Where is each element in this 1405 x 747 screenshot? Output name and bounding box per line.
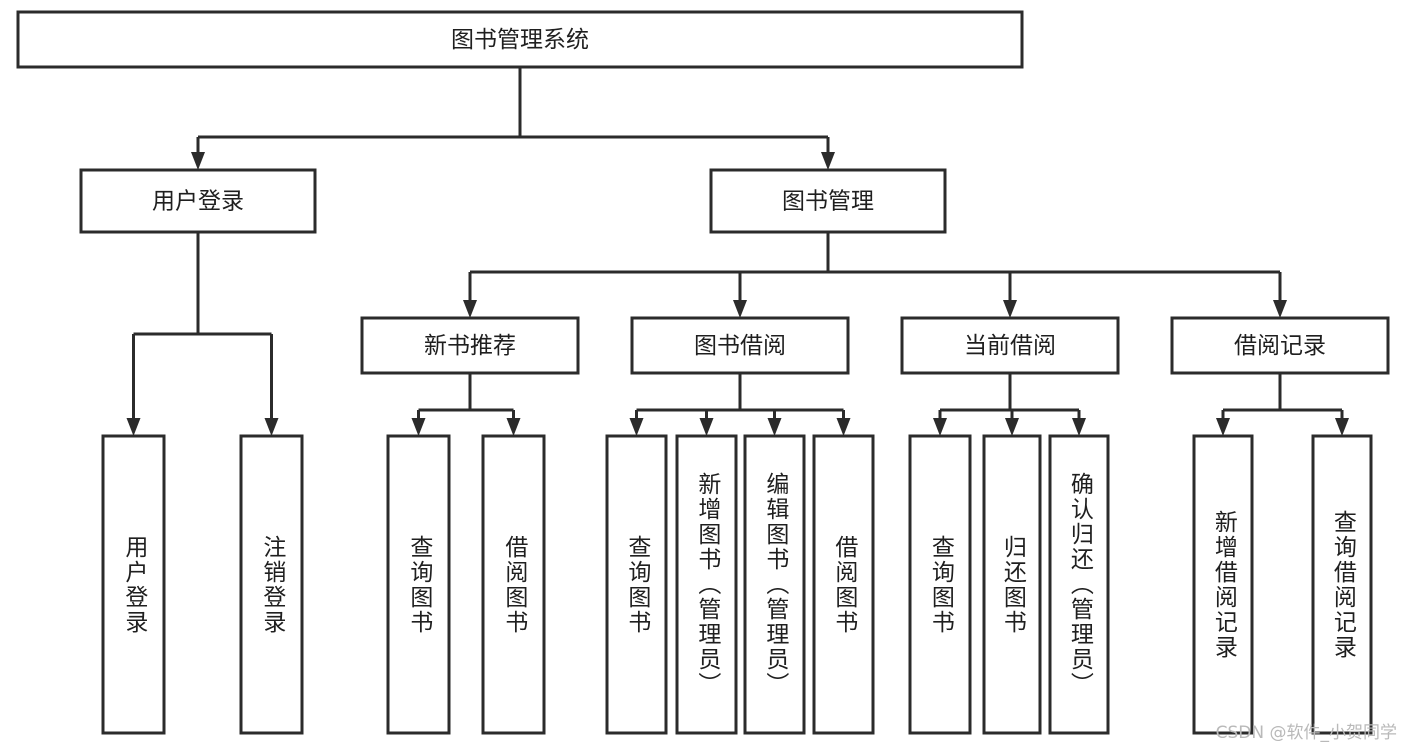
arrow-head-icon <box>1273 300 1287 318</box>
root-图书管理系统-label: 图书管理系统 <box>451 27 589 53</box>
level3-当前借阅-box[interactable] <box>900 316 1120 375</box>
arrow-head-icon <box>1072 418 1086 436</box>
leaf-注销登录-box[interactable] <box>239 434 304 735</box>
leaf-编辑图书管理员-box[interactable] <box>743 434 806 735</box>
level3-借阅记录-box[interactable] <box>1170 316 1390 375</box>
connectors-layer <box>126 67 1349 436</box>
watermark-text: CSDN @软件_小贺同学 <box>1215 723 1397 743</box>
arrow-head-icon <box>264 418 279 436</box>
leaf-新增借阅记录-box[interactable] <box>1192 434 1254 735</box>
arrow-head-icon <box>836 418 851 436</box>
leaf-查询图书-box[interactable] <box>908 434 972 735</box>
level2-图书管理-box[interactable] <box>709 168 947 234</box>
level3-新书推荐-box[interactable] <box>360 316 580 375</box>
level2-用户登录-label: 用户登录 <box>152 189 244 215</box>
arrow-head-icon <box>463 300 477 318</box>
arrow-head-icon <box>1005 418 1019 436</box>
boxes-layer <box>16 10 1390 735</box>
arrow-head-icon <box>126 418 141 436</box>
arrow-head-icon <box>1216 418 1230 436</box>
leaf-查询图书-box[interactable] <box>605 434 668 735</box>
arrow-head-icon <box>506 418 521 436</box>
level3-图书借阅-label: 图书借阅 <box>694 333 786 359</box>
level3-当前借阅-label: 当前借阅 <box>964 333 1056 359</box>
leaf-借阅图书-box[interactable] <box>812 434 875 735</box>
leaf-查询借阅记录-box[interactable] <box>1311 434 1373 735</box>
arrow-head-icon <box>733 300 747 318</box>
leaf-确认归还管理员-box[interactable] <box>1048 434 1110 735</box>
leaf-归还图书-box[interactable] <box>982 434 1042 735</box>
arrow-head-icon <box>191 152 205 170</box>
arrow-head-icon <box>1003 300 1017 318</box>
level3-新书推荐-label: 新书推荐 <box>424 333 516 359</box>
arrow-head-icon <box>699 418 714 436</box>
arrow-head-icon <box>821 152 835 170</box>
arrow-head-icon <box>1335 418 1349 436</box>
arrow-head-icon <box>411 418 426 436</box>
leaf-查询图书-box[interactable] <box>386 434 451 735</box>
level2-图书管理-label: 图书管理 <box>782 189 874 215</box>
leaf-借阅图书-box[interactable] <box>481 434 546 735</box>
arrow-head-icon <box>629 418 644 436</box>
leaf-用户登录-box[interactable] <box>101 434 166 735</box>
leaf-新增图书管理员-box[interactable] <box>675 434 738 735</box>
root-图书管理系统-box[interactable] <box>16 10 1024 69</box>
level2-用户登录-box[interactable] <box>79 168 317 234</box>
level3-图书借阅-box[interactable] <box>630 316 850 375</box>
arrow-head-icon <box>767 418 782 436</box>
arrow-head-icon <box>933 418 947 436</box>
level3-借阅记录-label: 借阅记录 <box>1234 333 1326 359</box>
